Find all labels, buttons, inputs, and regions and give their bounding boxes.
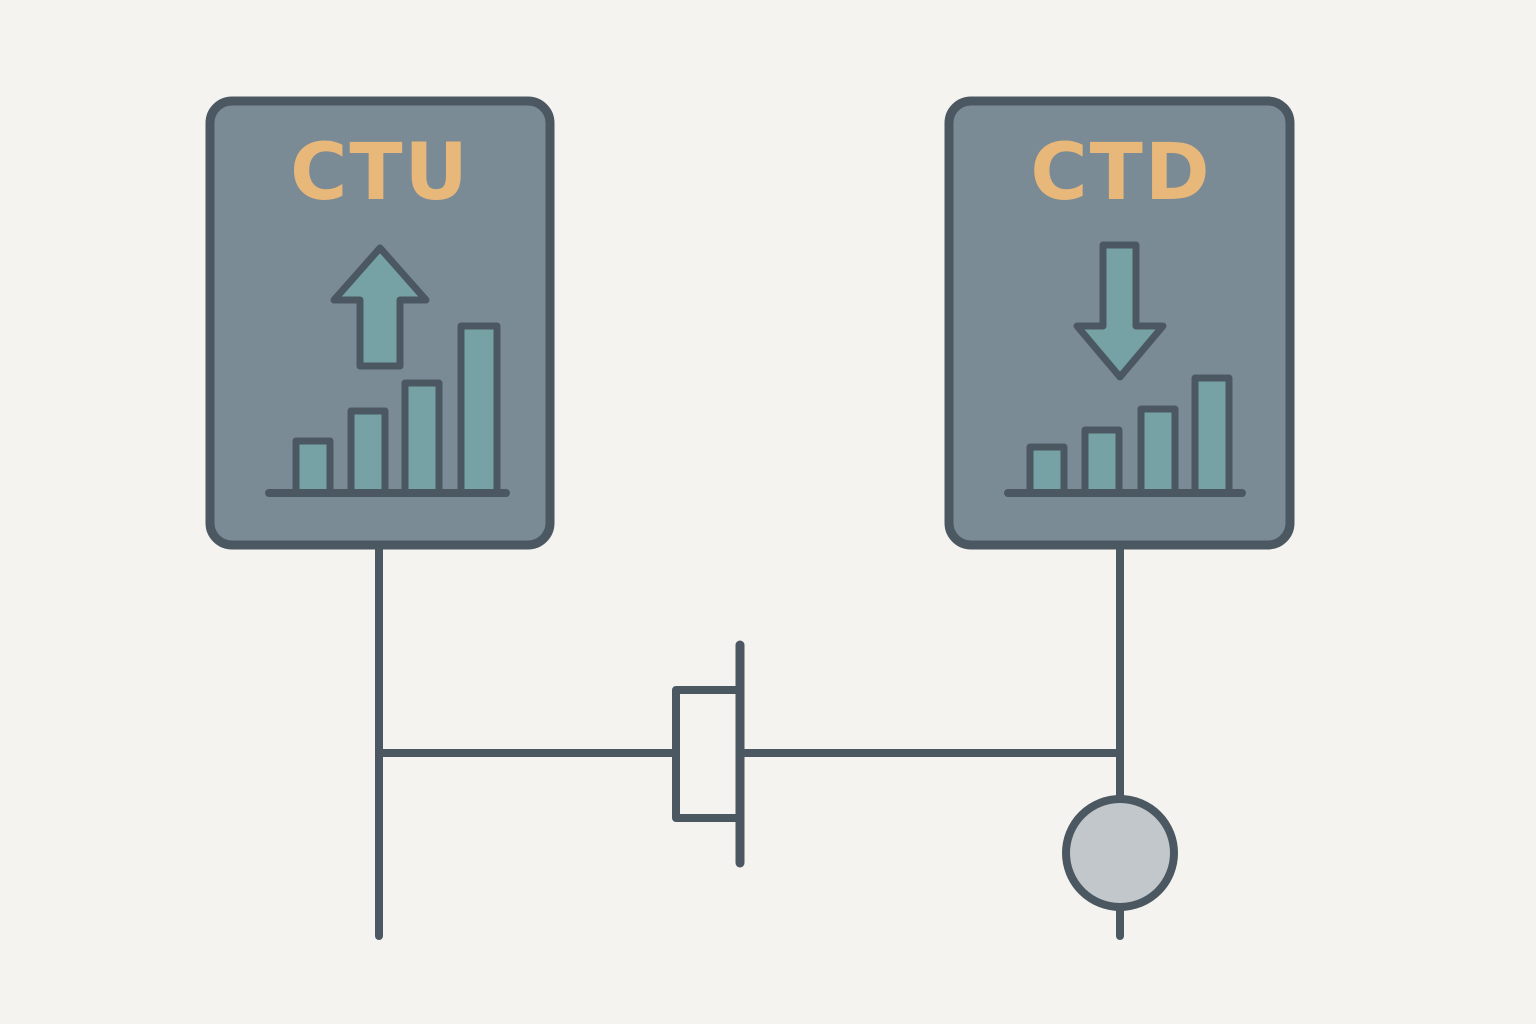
ctu-bar-3 [401,379,443,497]
ctu-block: CTU [205,96,555,550]
ctd-label: CTD [1030,128,1211,218]
ctu-label: CTU [290,128,470,218]
ctd-bar-2 [1081,426,1123,497]
ctu-bar-1 [292,437,334,497]
rising-bars-icon [265,322,510,497]
ctd-block: CTD [944,96,1295,550]
rising-bars-icon [1004,374,1246,497]
contact-symbol-icon [672,640,745,868]
ctd-bar-4 [1191,374,1233,497]
arrow-up-icon [330,244,430,370]
ctu-bar-4 [457,322,501,497]
output-lamp-icon [1062,795,1178,911]
wiring [375,542,1124,940]
ctd-bar-1 [1026,443,1068,497]
ctd-bar-3 [1137,405,1179,497]
ctu-bar-2 [347,407,389,497]
arrow-down-icon [1073,241,1167,381]
